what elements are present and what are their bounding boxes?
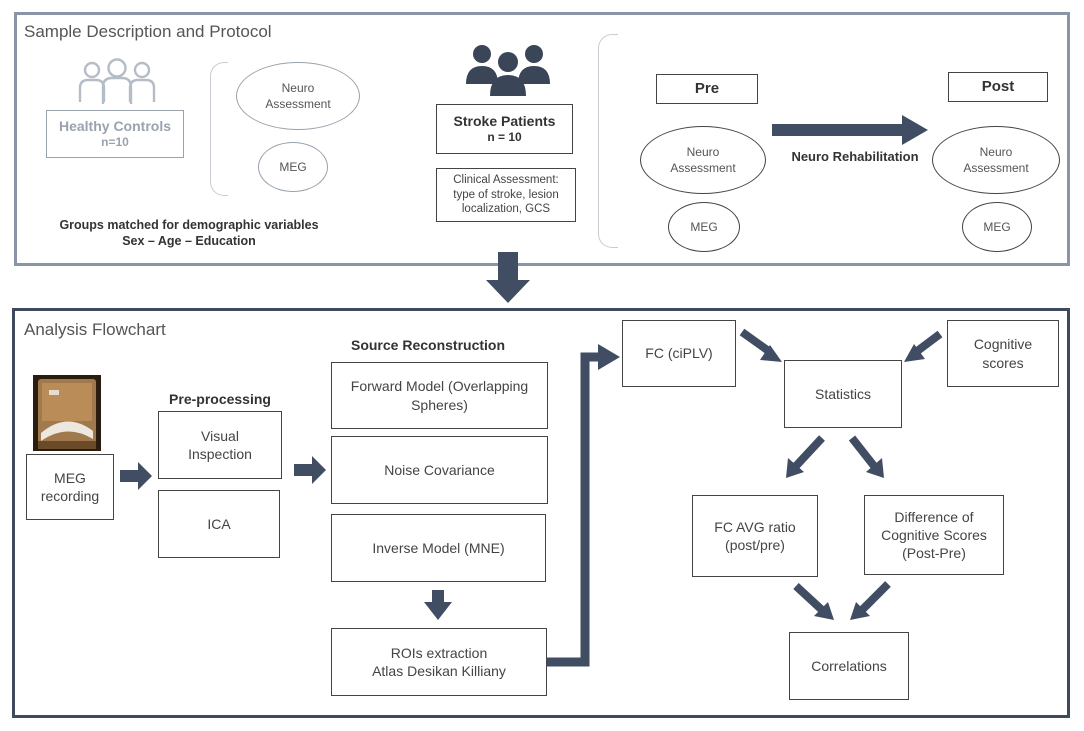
arrow-inverse-to-rois (424, 590, 452, 620)
statistics-box: Statistics (784, 360, 902, 428)
matched-note-line2: Sex – Age – Education (122, 234, 256, 248)
protocol-panel-title: Sample Description and Protocol (24, 22, 272, 41)
forward-model-box: Forward Model (Overlapping Spheres) (331, 362, 548, 429)
rehab-arrow (772, 115, 928, 145)
rehab-label: Neuro Rehabilitation (791, 149, 919, 164)
ica-box: ICA (158, 490, 280, 558)
pre-neuro-assessment: Neuro Assessment (640, 126, 766, 194)
arrow-fc-to-statistics (739, 328, 773, 356)
rois-extraction-box: ROIs extraction Atlas Desikan Killiany (331, 628, 547, 696)
correlations-box: Correlations (789, 632, 909, 700)
source-reconstruction-title: Source Reconstruction (350, 337, 506, 353)
post-label-box: Post (948, 72, 1048, 102)
fc-ciplv-box: FC (ciPLV) (622, 320, 736, 387)
fc-avg-ratio-box: FC AVG ratio (post/pre) (692, 495, 818, 577)
analysis-panel (12, 308, 1070, 718)
cognitive-scores-box: Cognitive scores (947, 320, 1059, 387)
clinical-assessment-box: Clinical Assessment: type of stroke, les… (436, 168, 576, 222)
stroke-bracket (598, 34, 618, 248)
healthy-controls-label: Healthy Controls (58, 118, 171, 135)
people-outline-icon (78, 58, 156, 104)
down-arrow-connector (486, 252, 530, 303)
arrow-statistics-to-fcavg (793, 435, 825, 469)
stroke-patients-box: Stroke Patients n = 10 (436, 104, 573, 154)
difference-cognitive-box: Difference of Cognitive Scores (Post-Pre… (864, 495, 1004, 575)
healthy-controls-box: Healthy Controls n=10 (46, 110, 184, 158)
arrow-difference-to-correlations (859, 581, 891, 613)
meg-recording-box: MEG recording (26, 454, 114, 520)
arrow-meg-to-preprocessing (120, 462, 152, 490)
arrow-rois-to-fc-line (547, 352, 600, 667)
arrow-statistics-to-difference (848, 435, 878, 469)
post-meg: MEG (962, 202, 1032, 252)
preprocessing-title: Pre-processing (169, 391, 271, 407)
arrow-fcavg-to-correlations (793, 583, 825, 613)
healthy-meg: MEG (258, 142, 328, 192)
visual-inspection-box: Visual Inspection (158, 411, 282, 479)
arrow-preprocessing-to-source (294, 456, 326, 484)
stroke-patients-n: n = 10 (487, 130, 522, 145)
healthy-controls-n: n=10 (101, 135, 129, 150)
arrow-cognitive-to-statistics (913, 330, 943, 356)
pre-meg: MEG (668, 202, 740, 252)
people-filled-icon (466, 45, 550, 96)
inverse-model-box: Inverse Model (MNE) (331, 514, 546, 582)
analysis-panel-title: Analysis Flowchart (24, 320, 166, 339)
stroke-patients-label: Stroke Patients (453, 113, 556, 130)
matched-note-line1: Groups matched for demographic variables (59, 218, 319, 232)
post-neuro-assessment: Neuro Assessment (932, 126, 1060, 194)
healthy-neuro-assessment: Neuro Assessment (236, 62, 360, 130)
noise-covariance-box: Noise Covariance (331, 436, 548, 504)
protocol-panel (14, 12, 1070, 266)
arrow-rois-to-fc-head (598, 344, 620, 370)
pre-label-box: Pre (656, 74, 758, 104)
meg-scanner-photo (33, 375, 101, 451)
